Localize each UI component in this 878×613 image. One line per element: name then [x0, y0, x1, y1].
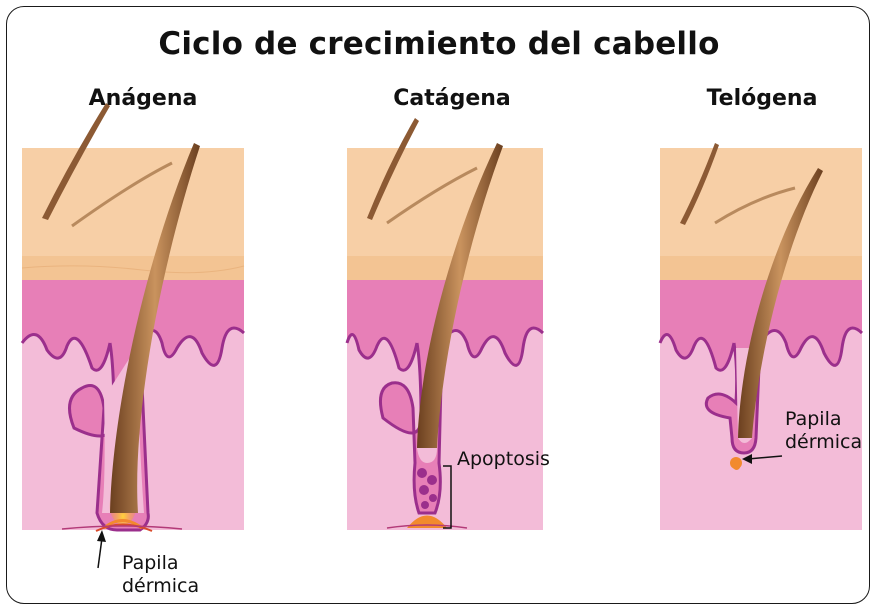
anagen-papilla-label: Papila dérmica — [122, 552, 199, 598]
stage-title-catagen: Catágena — [352, 86, 552, 111]
label-line: Papila — [785, 408, 862, 431]
stage-title-anagen: Anágena — [43, 86, 243, 111]
telogen-illustration — [660, 118, 862, 583]
catagen-apoptosis-label: Apoptosis — [457, 448, 550, 471]
anagen-illustration — [22, 118, 244, 583]
anagen-label-arrow — [98, 538, 102, 568]
telogen-papilla-label: Papila dérmica — [785, 408, 862, 454]
catagen-illustration — [347, 118, 543, 583]
stage-title-telogen: Telógena — [662, 86, 862, 111]
label-line: dérmica — [785, 431, 862, 454]
label-line: dérmica — [122, 575, 199, 598]
diagram-title: Ciclo de crecimiento del cabello — [0, 26, 878, 62]
label-line: Papila — [122, 552, 199, 575]
